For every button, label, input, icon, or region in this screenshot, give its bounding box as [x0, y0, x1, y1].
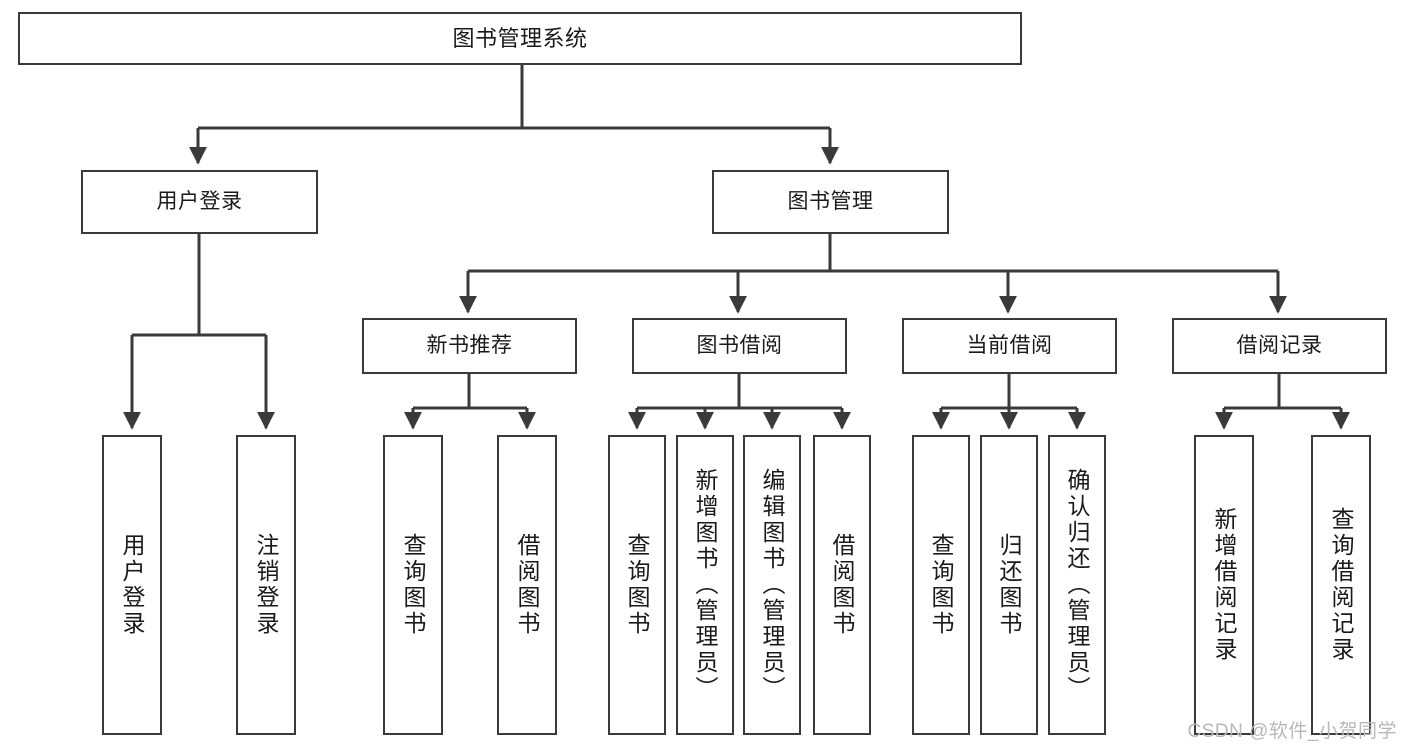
node-root[interactable]: 图书管理系统 — [18, 12, 1022, 65]
node-book-borrow-label: 图书借阅 — [696, 333, 783, 357]
node-leaf-user-login-2-label: 注销登录 — [253, 533, 280, 637]
node-user-login-label: 用户登录 — [156, 189, 243, 213]
node-leaf-borrow-record-2-label: 查询借阅记录 — [1328, 507, 1355, 663]
node-leaf-new-book-1-label: 查询图书 — [400, 533, 427, 637]
node-leaf-book-borrow-2[interactable]: 新增图书（管理员） — [676, 435, 734, 735]
node-leaf-book-borrow-3[interactable]: 编辑图书（管理员） — [743, 435, 801, 735]
node-current-borrow[interactable]: 当前借阅 — [902, 318, 1117, 374]
node-leaf-book-borrow-1-label: 查询图书 — [624, 533, 651, 637]
node-leaf-current-borrow-2-label: 归还图书 — [996, 533, 1023, 637]
node-root-label: 图书管理系统 — [452, 25, 588, 51]
node-user-login[interactable]: 用户登录 — [81, 170, 318, 234]
node-borrow-record-label: 借阅记录 — [1236, 333, 1323, 357]
node-leaf-current-borrow-1[interactable]: 查询图书 — [912, 435, 970, 735]
node-book-manage[interactable]: 图书管理 — [712, 170, 949, 234]
node-leaf-new-book-2[interactable]: 借阅图书 — [497, 435, 557, 735]
node-leaf-new-book-1[interactable]: 查询图书 — [383, 435, 443, 735]
node-new-book-recommend[interactable]: 新书推荐 — [362, 318, 577, 374]
node-leaf-user-login-1[interactable]: 用户登录 — [102, 435, 162, 735]
node-leaf-borrow-record-1[interactable]: 新增借阅记录 — [1194, 435, 1254, 735]
node-leaf-current-borrow-1-label: 查询图书 — [928, 533, 955, 637]
node-borrow-record[interactable]: 借阅记录 — [1172, 318, 1387, 374]
node-leaf-current-borrow-3-label: 确认归还（管理员） — [1064, 468, 1091, 702]
node-leaf-current-borrow-2[interactable]: 归还图书 — [980, 435, 1038, 735]
node-leaf-book-borrow-4-label: 借阅图书 — [829, 533, 856, 637]
node-leaf-book-borrow-4[interactable]: 借阅图书 — [813, 435, 871, 735]
node-book-manage-label: 图书管理 — [787, 189, 874, 213]
node-leaf-book-borrow-3-label: 编辑图书（管理员） — [759, 468, 786, 702]
node-leaf-new-book-2-label: 借阅图书 — [514, 533, 541, 637]
node-leaf-current-borrow-3[interactable]: 确认归还（管理员） — [1048, 435, 1106, 735]
node-leaf-borrow-record-1-label: 新增借阅记录 — [1211, 507, 1238, 663]
node-new-book-recommend-label: 新书推荐 — [426, 333, 513, 357]
node-leaf-borrow-record-2[interactable]: 查询借阅记录 — [1311, 435, 1371, 735]
node-leaf-book-borrow-2-label: 新增图书（管理员） — [692, 468, 719, 702]
node-leaf-book-borrow-1[interactable]: 查询图书 — [608, 435, 666, 735]
node-book-borrow[interactable]: 图书借阅 — [632, 318, 847, 374]
node-leaf-user-login-2[interactable]: 注销登录 — [236, 435, 296, 735]
node-leaf-user-login-1-label: 用户登录 — [119, 533, 146, 637]
node-current-borrow-label: 当前借阅 — [966, 333, 1053, 357]
